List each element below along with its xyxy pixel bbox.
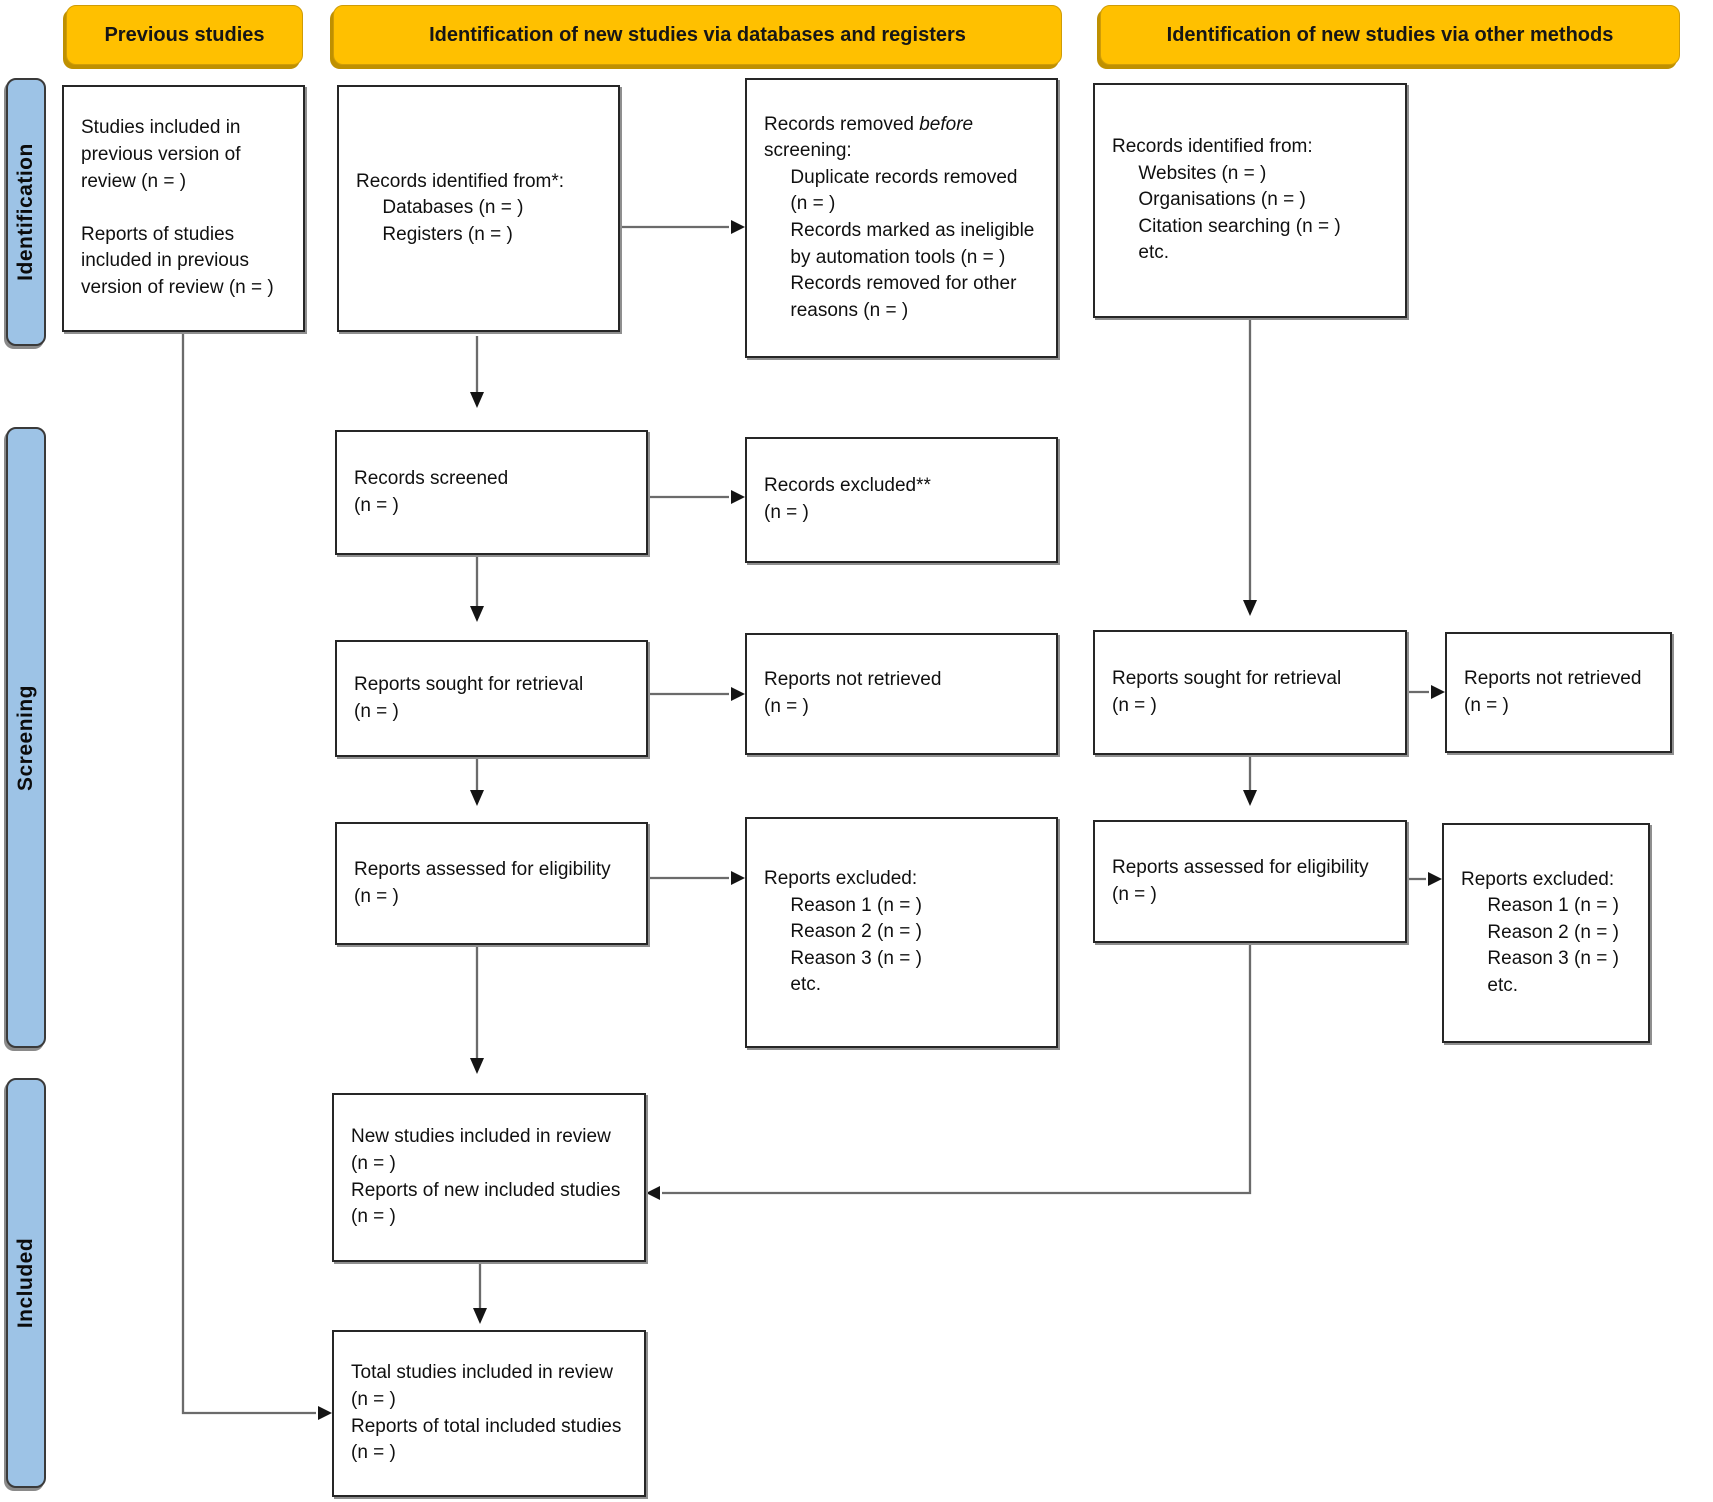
box-records-identified-databases-text: Records identified from*: Databases (n =… <box>356 170 565 245</box>
box-reports-sought-databases: Reports sought for retrieval (n = ) <box>335 640 648 757</box>
arrow-other-sought-to-not-retrieved <box>1409 685 1445 699</box>
arrow-screened-to-excluded <box>650 490 745 504</box>
arrow-sought-to-assessed <box>470 759 484 806</box>
box-previous-studies-text: Studies included in previous version of … <box>81 117 274 298</box>
arrow-sought-to-not-retrieved <box>650 687 745 701</box>
header-databases-registers-label: Identification of new studies via databa… <box>429 23 966 46</box>
box-reports-sought-other-text: Reports sought for retrieval (n = ) <box>1112 667 1342 716</box>
box-reports-not-retrieved-databases-text: Reports not retrieved (n = ) <box>764 669 942 717</box>
arrow-screened-to-sought <box>470 557 484 622</box>
header-previous-studies-label: Previous studies <box>104 23 265 46</box>
arrow-other-identified-to-sought <box>1243 320 1257 616</box>
box-reports-sought-databases-text: Reports sought for retrieval (n = ) <box>354 673 584 722</box>
arrow-new-to-total-studies <box>473 1264 487 1324</box>
box-reports-excluded-databases-text: Reports excluded: Reason 1 (n = ) Reason… <box>764 868 922 996</box>
arrow-assessed-to-new-studies <box>470 947 484 1074</box>
box-new-studies-included-text: New studies included in review (n = ) Re… <box>351 1126 621 1228</box>
arrow-other-assessed-to-reports-excluded <box>1407 872 1442 886</box>
arrow-other-sought-to-assessed <box>1243 757 1257 806</box>
records-removed-italic-word: before <box>919 113 974 135</box>
box-reports-assessed-databases-text: Reports assessed for eligibility (n = ) <box>354 858 611 907</box>
stage-included: Included <box>6 1078 46 1488</box>
box-reports-excluded-other: Reports excluded: Reason 1 (n = ) Reason… <box>1442 823 1650 1043</box>
box-reports-excluded-other-text: Reports excluded: Reason 1 (n = ) Reason… <box>1461 868 1619 996</box>
box-reports-not-retrieved-other: Reports not retrieved (n = ) <box>1445 632 1672 753</box>
box-reports-assessed-databases: Reports assessed for eligibility (n = ) <box>335 822 648 945</box>
box-total-studies-included-text: Total studies included in review (n = ) … <box>351 1362 622 1464</box>
stage-identification-label: Identification <box>14 143 38 281</box>
stage-screening: Screening <box>6 427 46 1048</box>
box-reports-not-retrieved-other-text: Reports not retrieved (n = ) <box>1464 667 1642 716</box>
arrow-identified-to-screened <box>470 336 484 408</box>
box-records-screened: Records screened (n = ) <box>335 430 648 555</box>
box-reports-assessed-other: Reports assessed for eligibility (n = ) <box>1093 820 1407 943</box>
arrow-assessed-to-reports-excluded <box>650 871 745 885</box>
arrow-identified-to-removed <box>622 220 745 234</box>
records-removed-post: screening: <box>764 140 852 162</box>
box-reports-not-retrieved-databases: Reports not retrieved (n = ) <box>745 633 1058 755</box>
stage-identification: Identification <box>6 78 46 346</box>
box-records-removed-text: Records removed before screening: Duplic… <box>747 108 1042 329</box>
box-records-identified-other: Records identified from: Websites (n = )… <box>1093 83 1407 318</box>
box-new-studies-included: New studies included in review (n = ) Re… <box>332 1093 646 1262</box>
header-other-methods: Identification of new studies via other … <box>1100 5 1680 65</box>
header-previous-studies: Previous studies <box>66 5 303 65</box>
box-reports-sought-other: Reports sought for retrieval (n = ) <box>1093 630 1407 755</box>
box-records-excluded: Records excluded** (n = ) <box>745 437 1058 563</box>
box-reports-assessed-other-text: Reports assessed for eligibility (n = ) <box>1112 856 1369 905</box>
records-removed-items: Duplicate records removed (n = ) Records… <box>790 166 1035 321</box>
header-other-methods-label: Identification of new studies via other … <box>1166 23 1614 46</box>
box-reports-excluded-databases: Reports excluded: Reason 1 (n = ) Reason… <box>745 817 1058 1048</box>
arrow-previous-studies-to-total <box>181 334 332 1420</box>
header-databases-registers: Identification of new studies via databa… <box>333 5 1062 65</box>
stage-screening-label: Screening <box>14 684 38 791</box>
box-records-screened-text: Records screened (n = ) <box>354 467 509 516</box>
box-records-excluded-text: Records excluded** (n = ) <box>764 475 931 523</box>
box-records-removed-before-screening: Records removed before screening: Duplic… <box>745 78 1058 358</box>
box-total-studies-included: Total studies included in review (n = ) … <box>332 1330 646 1497</box>
records-removed-pre: Records removed <box>764 113 920 135</box>
box-records-identified-databases: Records identified from*: Databases (n =… <box>337 85 620 332</box>
box-records-identified-other-text: Records identified from: Websites (n = )… <box>1112 136 1341 264</box>
stage-included-label: Included <box>14 1237 37 1329</box>
box-previous-studies: Studies included in previous version of … <box>62 85 305 332</box>
